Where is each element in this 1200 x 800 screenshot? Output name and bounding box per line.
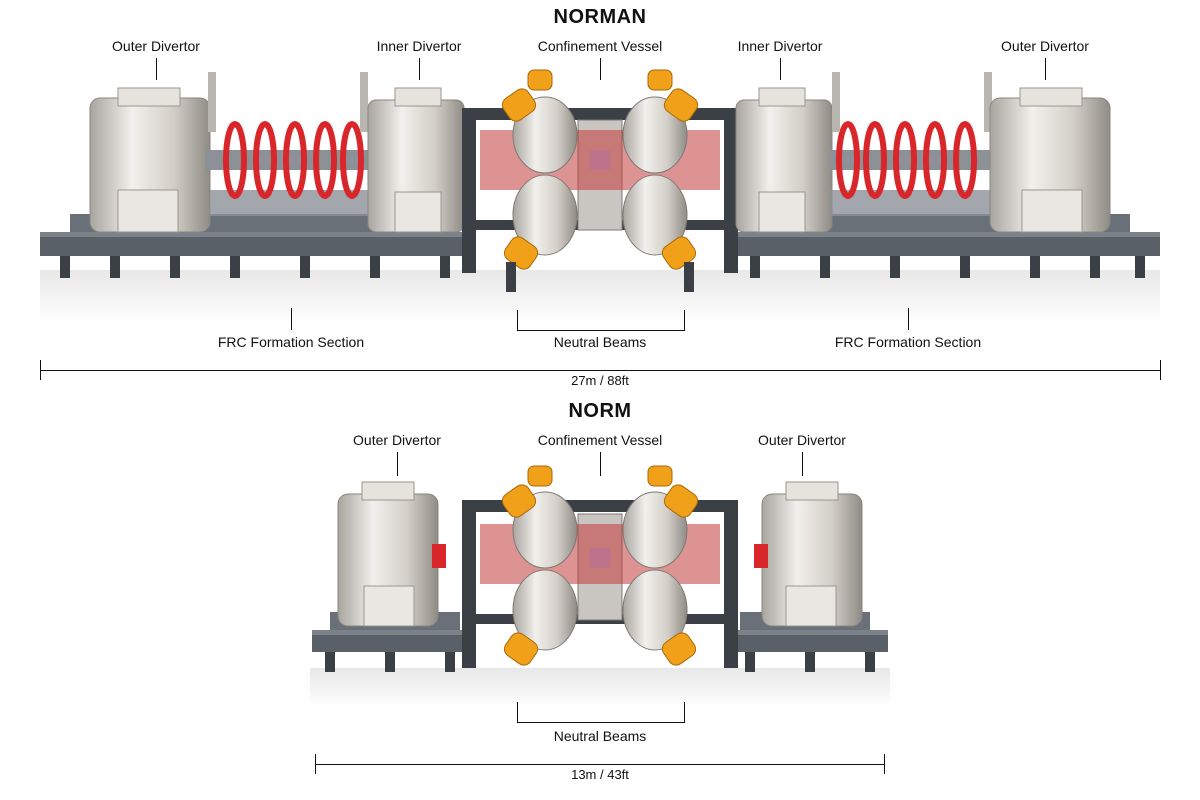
norm-outer-divertor-left: [337, 481, 446, 627]
norm-neutral-beams-bracket: [517, 702, 685, 723]
norman-frc-left-label: FRC Formation Section: [217, 334, 365, 350]
norm-outer-divertor-left-label: Outer Divertor: [353, 432, 441, 448]
leader-line: [156, 58, 157, 80]
leader-line: [802, 452, 803, 476]
norman-outer-divertor-left-label: Outer Divertor: [112, 38, 200, 54]
leader-line: [908, 308, 909, 330]
norman-neutral-beams-label: Neutral Beams: [553, 334, 647, 350]
norman-machine: [40, 69, 1160, 325]
leader-line: [600, 452, 601, 476]
leader-line: [397, 452, 398, 476]
norm-confinement-vessel-label: Confinement Vessel: [537, 432, 663, 448]
floor-reflection: [310, 668, 890, 708]
norman-inner-divertor-right: [735, 87, 833, 233]
norman-frc-right: [830, 72, 995, 216]
norman-inner-divertor-left: [367, 87, 465, 233]
floor-reflection: [40, 270, 1160, 325]
norman-neutral-beams-bracket: [517, 310, 685, 331]
norm-outer-divertor-right: [754, 481, 863, 627]
norman-confinement-vessel: [462, 96, 738, 273]
norm-title: NORM: [568, 400, 632, 422]
norman-inner-divertor-left-label: Inner Divertor: [376, 38, 462, 54]
norm-outer-divertor-right-label: Outer Divertor: [758, 432, 846, 448]
norman-length-label: 27m / 88ft: [571, 373, 629, 388]
norm-confinement-vessel: [462, 491, 738, 668]
norm-length-label: 13m / 43ft: [571, 767, 629, 782]
norman-frc-right-label: FRC Formation Section: [834, 334, 982, 350]
norman-legs: [60, 256, 1145, 278]
norm-legs: [325, 652, 875, 672]
leader-line: [291, 308, 292, 330]
norman-outer-divertor-right: [989, 87, 1111, 233]
dimension-tick-right: [1160, 360, 1161, 380]
norm-dimension-line: [315, 764, 885, 765]
norman-frc-left: [205, 72, 370, 216]
leader-line: [419, 58, 420, 80]
norman-confinement-vessel-label: Confinement Vessel: [537, 38, 663, 54]
dimension-tick-right: [884, 754, 885, 774]
norman-title: NORMAN: [553, 6, 647, 28]
leader-line: [1045, 58, 1046, 80]
norman-dimension-line: [40, 370, 1161, 371]
leader-line: [780, 58, 781, 80]
norman-neutral-beams: [501, 69, 699, 292]
norman-outer-divertor-right-label: Outer Divertor: [1001, 38, 1089, 54]
norman-inner-divertor-right-label: Inner Divertor: [737, 38, 823, 54]
norm-neutral-beams-label: Neutral Beams: [553, 728, 647, 744]
leader-line: [600, 58, 601, 80]
norm-machine: [310, 465, 890, 708]
norm-neutral-beams: [501, 465, 699, 666]
norman-outer-divertor-left: [89, 87, 211, 233]
